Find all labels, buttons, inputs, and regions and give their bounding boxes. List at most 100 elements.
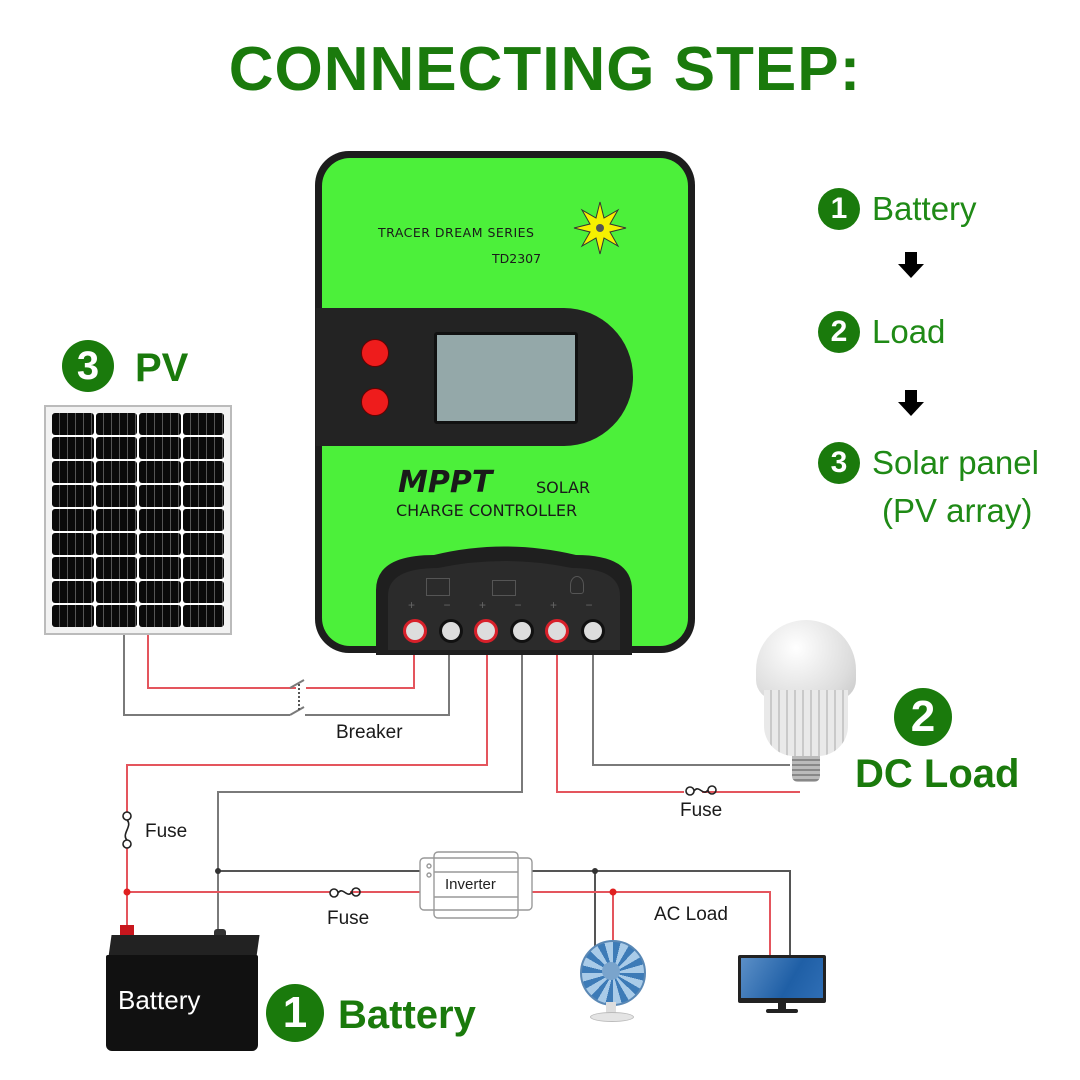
terminal-battery-negative[interactable] [509, 619, 534, 643]
solar-cell [52, 437, 94, 459]
light-bulb-icon [756, 620, 856, 790]
solar-panel-icon [44, 405, 232, 635]
fuse-load-label: Fuse [680, 800, 723, 821]
solar-cell [52, 581, 94, 603]
solar-cell [95, 413, 137, 435]
solar-label: SOLAR [536, 478, 591, 497]
step-3-label: Solar panel [872, 444, 1039, 481]
solar-cell [95, 557, 137, 579]
charge-controller: TRACER DREAM SERIES TD2307 MPPT SOLAR CH… [314, 150, 696, 655]
terminal-sign-load-negative: − [585, 598, 593, 612]
solar-cell [182, 605, 224, 627]
page-title: CONNECTING STEP: [228, 35, 862, 104]
wire-load-positive [556, 640, 800, 793]
pv-terminal-icon [426, 578, 450, 596]
solar-cell [182, 485, 224, 507]
terminal-pv-positive[interactable] [403, 619, 427, 643]
wire-load-negative [592, 640, 790, 766]
arrow-down-icon [898, 252, 924, 278]
step-number-3: 3 [818, 442, 860, 484]
monitor-icon [738, 955, 828, 1015]
step-2-label: Load [872, 313, 946, 350]
terminal-load-negative[interactable] [580, 619, 605, 643]
solar-cell [182, 557, 224, 579]
wire-ac-neutral [532, 870, 791, 958]
fuse-inverter-icon [329, 887, 361, 898]
solar-cell [182, 413, 224, 435]
solar-cell [139, 581, 181, 603]
solar-cell [95, 581, 137, 603]
wire-battery-negative [217, 640, 523, 935]
step-3-label-line2: (PV array) [882, 492, 1033, 529]
solar-cell [95, 533, 137, 555]
wire-pv-negative [123, 630, 450, 716]
battery-icon: Battery [104, 925, 264, 1055]
solar-cell [139, 461, 181, 483]
wire-ac-line [532, 891, 771, 958]
pv-callout-label: PV [135, 346, 189, 390]
solar-cell [52, 461, 94, 483]
solar-cell [139, 509, 181, 531]
solar-cell [139, 413, 181, 435]
menu-button[interactable] [361, 339, 389, 367]
solar-cell [139, 533, 181, 555]
solar-cell [182, 509, 224, 531]
arrow-down-icon [898, 390, 924, 416]
terminal-sign-load-positive: + [550, 598, 558, 612]
solar-cell [182, 437, 224, 459]
terminal-pv-negative[interactable] [438, 619, 463, 643]
lcd-display [434, 332, 578, 424]
solar-cell [95, 485, 137, 507]
step-2: 2 Load [818, 311, 945, 353]
solar-cell [95, 509, 137, 531]
solar-cell [182, 533, 224, 555]
breaker-switch-pos [289, 679, 305, 689]
charge-controller-label: CHARGE CONTROLLER [396, 501, 578, 520]
battery-terminal-icon [492, 580, 516, 596]
inverter-icon [419, 851, 533, 919]
mppt-label: MPPT [398, 465, 493, 500]
wire-pv-positive [147, 630, 415, 689]
step-number-2: 2 [818, 311, 860, 353]
solar-cell [52, 605, 94, 627]
solar-cell [139, 485, 181, 507]
fuse-inverter-label: Fuse [327, 908, 370, 929]
enter-button[interactable] [361, 388, 389, 416]
fuse-load-icon [685, 785, 717, 796]
solar-cell [52, 509, 94, 531]
breaker-switch-neg [289, 706, 305, 716]
solar-cell [52, 413, 94, 435]
solar-cell [52, 557, 94, 579]
battery-case-label: Battery [118, 985, 201, 1015]
model-label: TD2307 [492, 251, 542, 266]
solar-cell [52, 533, 94, 555]
dc-load-step-badge: 2 [894, 688, 952, 746]
fan-icon [580, 940, 646, 1022]
step-1-label: Battery [872, 190, 977, 227]
solar-cell [139, 437, 181, 459]
solar-cell [52, 485, 94, 507]
fuse-battery-label: Fuse [145, 821, 188, 842]
sun-logo-icon [573, 201, 627, 255]
terminal-sign-pv-negative: − [443, 598, 451, 612]
step-3: 3 Solar panel [818, 442, 1039, 484]
solar-cell [95, 461, 137, 483]
steps-list: 1 Battery [818, 188, 977, 230]
solar-cell [182, 461, 224, 483]
terminal-sign-pv-positive: + [408, 598, 416, 612]
dc-load-callout-label: DC Load [855, 752, 1020, 796]
solar-cell [139, 605, 181, 627]
terminal-sign-battery-positive: + [479, 598, 487, 612]
solar-cell [95, 605, 137, 627]
step-1: 1 Battery [818, 188, 977, 230]
pv-step-badge: 3 [62, 340, 114, 392]
bulb-terminal-icon [570, 576, 584, 594]
battery-step-badge: 1 [266, 984, 324, 1042]
series-label: TRACER DREAM SERIES [378, 225, 535, 240]
ac-load-label: AC Load [654, 904, 728, 925]
terminal-battery-positive[interactable] [474, 619, 498, 643]
terminal-load-positive[interactable] [545, 619, 569, 643]
battery-callout-label: Battery [338, 993, 476, 1037]
terminal-sign-battery-negative: − [514, 598, 522, 612]
